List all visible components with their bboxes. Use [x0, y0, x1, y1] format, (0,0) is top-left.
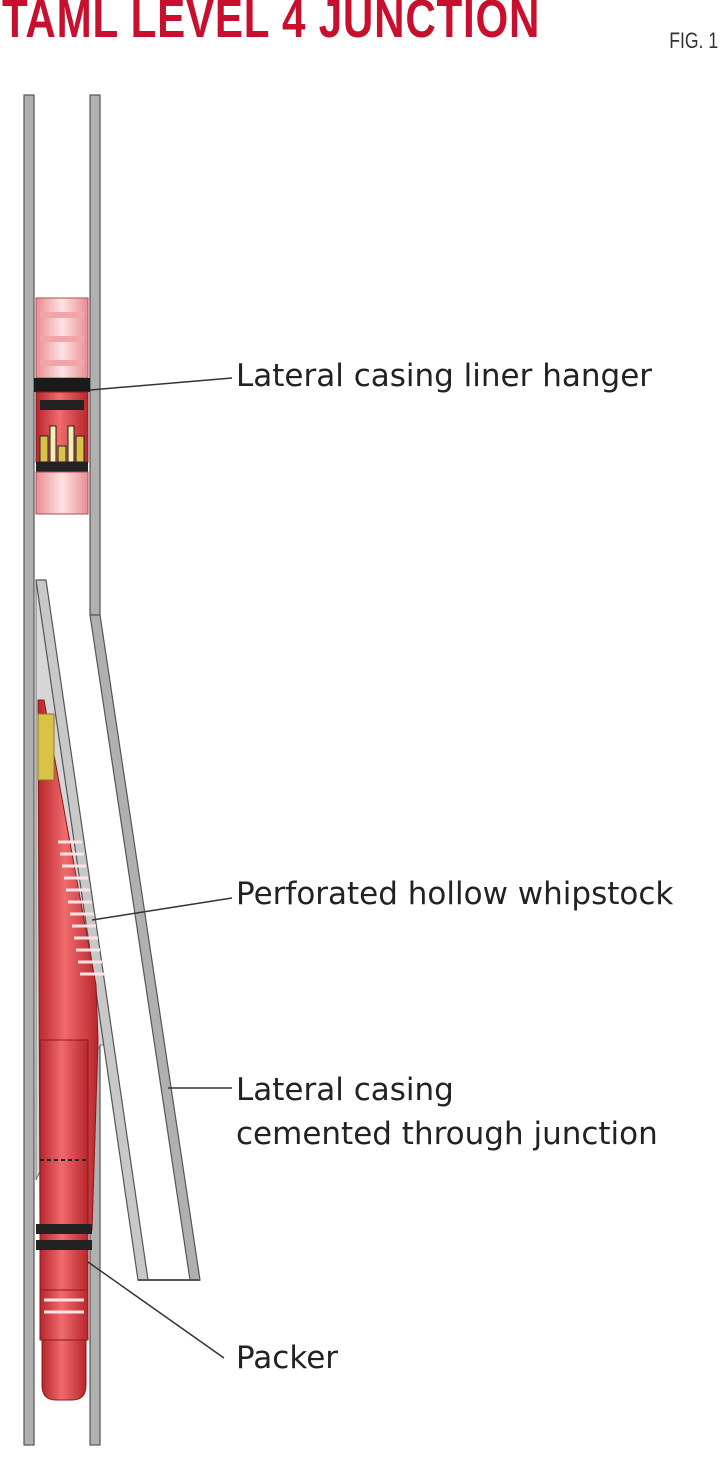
packer-element-lower: [36, 1240, 92, 1250]
label-packer: Packer: [236, 1340, 339, 1376]
whipstock-perforations: [58, 840, 104, 976]
main-casing-left-wall: [23, 94, 35, 1446]
leader-whipstock: [91, 897, 233, 921]
leader-liner-hanger: [89, 377, 233, 391]
label-lateral-casing-line1: Lateral casing: [236, 1072, 454, 1108]
packer-lower-sub: [39, 1289, 89, 1341]
label-whipstock: Perforated hollow whipstock: [236, 876, 674, 912]
whipstock-brass-top: [37, 713, 55, 781]
leader-packer: [87, 1261, 225, 1359]
diagram-title: TAML LEVEL 4 JUNCTION: [2, 0, 541, 49]
liner-hanger-bottom: [35, 471, 89, 515]
packer-element-upper: [36, 1224, 92, 1234]
figure-label: FIG. 1: [669, 28, 718, 53]
lateral-casing-outer-wall: [89, 614, 201, 1281]
packer-bull-nose: [41, 1339, 87, 1401]
label-liner-hanger: Lateral casing liner hanger: [236, 358, 653, 394]
main-casing-right-wall-upper: [89, 94, 101, 616]
packer-mandrel: [39, 1039, 89, 1291]
label-lateral-casing-line2: cemented through junction: [236, 1116, 658, 1152]
liner-hanger-black-band: [34, 378, 90, 392]
